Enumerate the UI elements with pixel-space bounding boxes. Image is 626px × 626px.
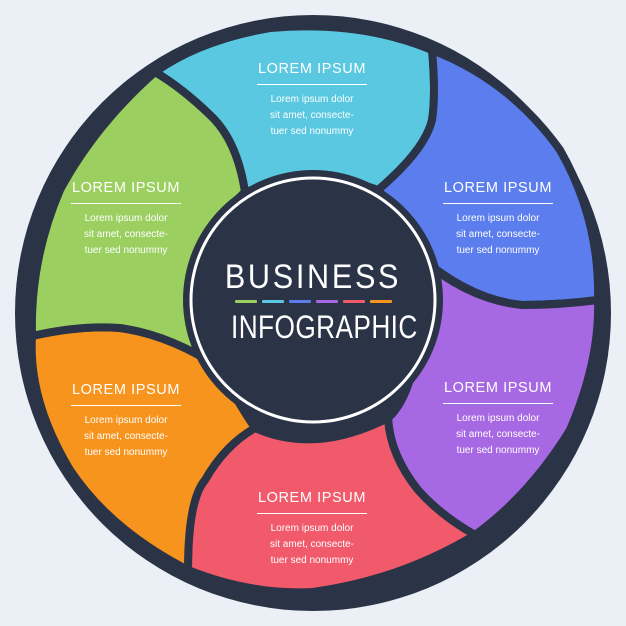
segment-body-line: tuer sed nonummy (270, 555, 354, 566)
segment-body-line: Lorem ipsum dolor (84, 415, 168, 426)
segment-blue-text: LOREM IPSUM Lorem ipsum dolor sit amet, … (443, 179, 553, 259)
title-line-business: BUSINESS (224, 258, 402, 296)
segment-body-line: Lorem ipsum dolor (456, 413, 540, 424)
center-ring (183, 170, 443, 430)
center-white-ring (189, 176, 437, 424)
title-bar-swatch-red (342, 300, 365, 303)
segment-body-line: sit amet, consecte- (456, 429, 540, 440)
title-bar-swatch-purple (315, 300, 338, 303)
segment-body-line: Lorem ipsum dolor (456, 213, 540, 224)
center-title: BUSINESS INFOGRAPHIC (213, 258, 418, 345)
segment-title: LOREM IPSUM (257, 60, 367, 85)
segment-title: LOREM IPSUM (443, 179, 553, 204)
segment-purple-text: LOREM IPSUM Lorem ipsum dolor sit amet, … (443, 379, 553, 459)
segment-body: Lorem ipsum dolor sit amet, consecte- tu… (71, 413, 181, 461)
segment-orange-text: LOREM IPSUM Lorem ipsum dolor sit amet, … (71, 381, 181, 461)
segment-title: LOREM IPSUM (71, 179, 181, 204)
segment-body-line: tuer sed nonummy (270, 126, 354, 137)
segment-body-line: tuer sed nonummy (456, 445, 540, 456)
segment-body: Lorem ipsum dolor sit amet, consecte- tu… (257, 521, 367, 569)
segment-body: Lorem ipsum dolor sit amet, consecte- tu… (443, 411, 553, 459)
segment-body-line: sit amet, consecte- (270, 110, 354, 121)
segment-body-line: Lorem ipsum dolor (270, 523, 354, 534)
title-bar-swatch-orange (369, 300, 392, 303)
segment-title: LOREM IPSUM (257, 489, 367, 514)
segment-body: Lorem ipsum dolor sit amet, consecte- tu… (443, 211, 553, 259)
segment-green-text: LOREM IPSUM Lorem ipsum dolor sit amet, … (71, 179, 181, 259)
segment-body-line: tuer sed nonummy (84, 447, 168, 458)
segment-body-line: sit amet, consecte- (270, 539, 354, 550)
title-bar-swatch-teal (261, 300, 284, 303)
segment-body-line: sit amet, consecte- (456, 229, 540, 240)
title-bar-swatch-blue (288, 300, 311, 303)
segment-body-line: sit amet, consecte- (84, 431, 168, 442)
segment-body-line: tuer sed nonummy (456, 245, 540, 256)
segments-layer (27, 22, 603, 597)
segment-body: Lorem ipsum dolor sit amet, consecte- tu… (257, 92, 367, 140)
segment-teal-text: LOREM IPSUM Lorem ipsum dolor sit amet, … (257, 60, 367, 140)
segment-title: LOREM IPSUM (443, 379, 553, 404)
title-bar-swatch-green (234, 300, 257, 303)
segment-body-line: tuer sed nonummy (84, 245, 168, 256)
segment-red-text: LOREM IPSUM Lorem ipsum dolor sit amet, … (257, 489, 367, 569)
segment-title: LOREM IPSUM (71, 381, 181, 406)
segment-body-line: Lorem ipsum dolor (84, 213, 168, 224)
title-line-infographic: INFOGRAPHIC (231, 309, 418, 345)
segment-body-line: sit amet, consecte- (84, 229, 168, 240)
title-color-bar (213, 300, 413, 303)
segment-body: Lorem ipsum dolor sit amet, consecte- tu… (71, 211, 181, 259)
segment-body-line: Lorem ipsum dolor (270, 94, 354, 105)
